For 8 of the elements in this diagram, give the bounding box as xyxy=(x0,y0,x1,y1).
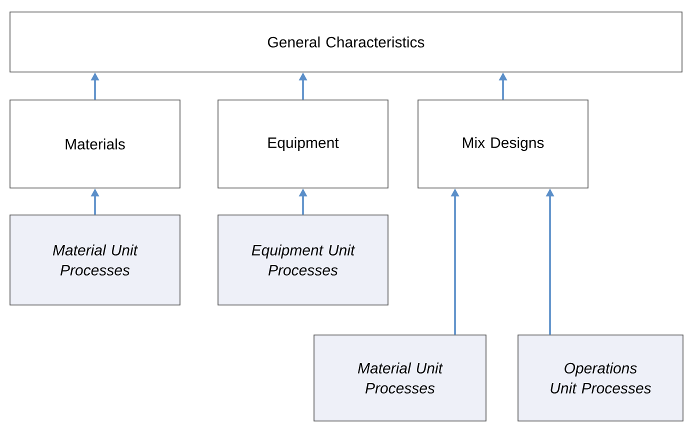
process-box: Material Unit Processes xyxy=(314,334,486,422)
process-box: Material Unit Processes xyxy=(10,214,180,306)
category-box: Mix Designs xyxy=(418,100,588,188)
process-box: Operations Unit Processes xyxy=(518,334,684,422)
process-box: Equipment Unit Processes xyxy=(218,214,388,306)
heading-box: General Characteristics xyxy=(10,12,682,72)
category-box: Equipment xyxy=(218,100,388,188)
category-box: Materials xyxy=(10,100,180,188)
